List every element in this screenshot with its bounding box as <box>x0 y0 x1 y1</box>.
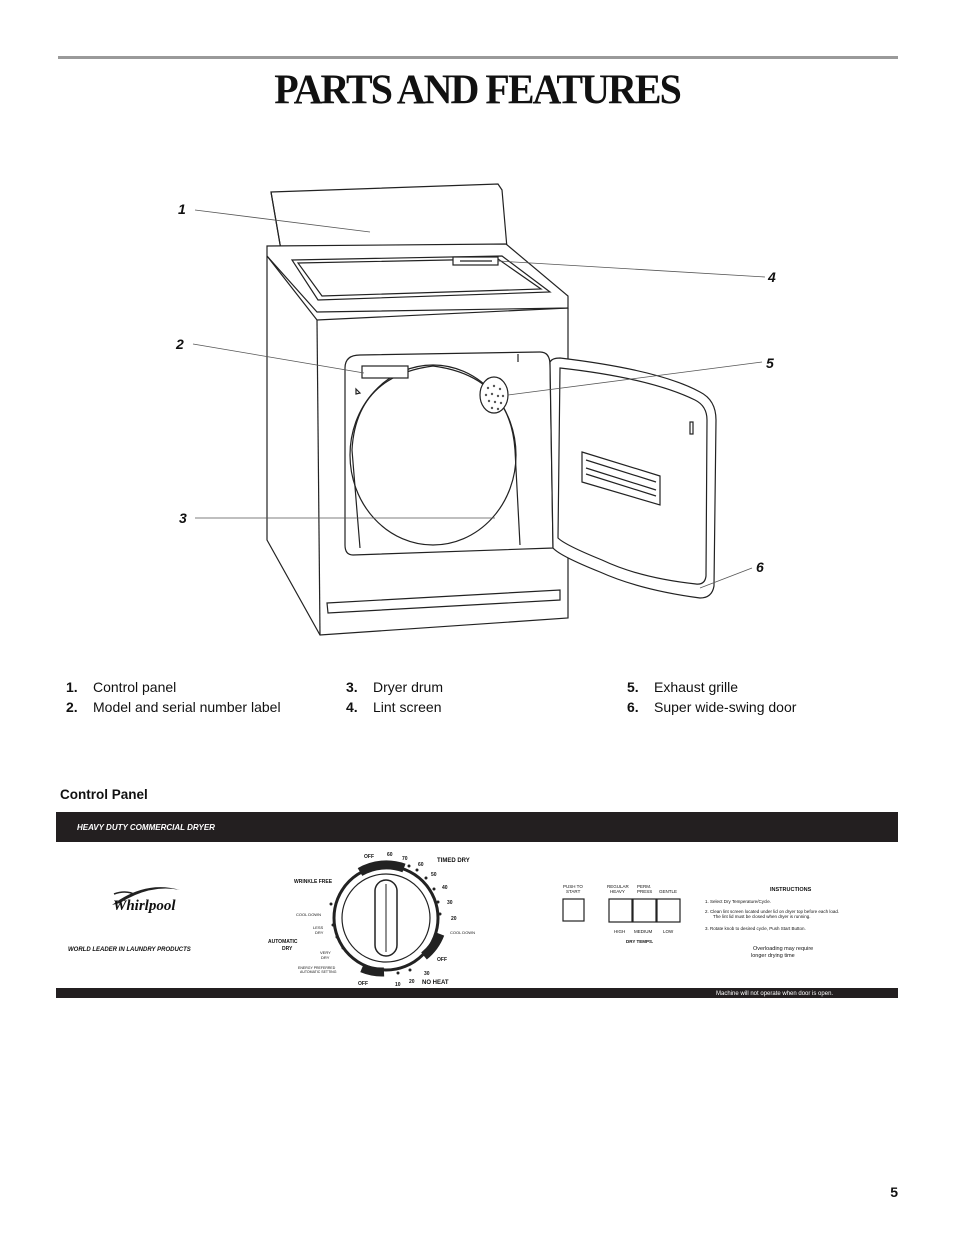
dial-less: LESS <box>313 925 324 930</box>
page-number: 5 <box>890 1184 898 1200</box>
legend-label: Dryer drum <box>373 679 444 695</box>
legend-item: 6. Super wide-swing door <box>627 697 796 717</box>
push-to-start-label-2: START <box>566 889 581 894</box>
dial-very: VERY <box>320 950 331 955</box>
control-panel-diagram: HEAVY DUTY COMMERCIAL DRYER Machine will… <box>56 812 898 998</box>
dial-energy-preferred: ENERGY PREFERRED <box>298 966 336 970</box>
dial-automatic: AUTOMATIC <box>268 939 298 945</box>
panel-header-text: HEAVY DUTY COMMERCIAL DRYER <box>77 823 215 832</box>
legend-label: Lint screen <box>373 699 442 715</box>
dial-70: 70 <box>402 856 408 862</box>
legend-item: 1. Control panel <box>66 677 281 697</box>
push-to-start-label: PUSH TO <box>563 884 583 889</box>
temp-label: LOW <box>663 929 674 934</box>
legend-num: 6. <box>627 699 639 715</box>
brand-name: Whirlpool <box>113 898 176 914</box>
dial-less-dry: DRY <box>315 930 324 935</box>
temp-label: HIGH <box>614 929 625 934</box>
control-panel-heading: Control Panel <box>60 787 148 802</box>
dryer-illustration: 1 2 3 4 5 6 <box>175 183 776 636</box>
legend-column-3: 5. Exhaust grille 6. Super wide-swing door <box>627 677 796 717</box>
regular-heavy-button[interactable] <box>608 898 633 923</box>
legend-column-2: 3. Dryer drum 4. Lint screen <box>346 677 443 717</box>
page-title: PARTS AND FEATURES <box>274 65 682 114</box>
callout-3: 3 <box>179 510 187 526</box>
cycle-label-top: PERM. <box>637 884 651 889</box>
cycle-label-top-2: PRESS <box>637 889 652 894</box>
callout-2: 2 <box>175 336 184 352</box>
dial-off-bottom: OFF <box>358 981 368 987</box>
dial-automatic-dry: DRY <box>282 946 293 952</box>
legend-label: Model and serial number label <box>93 699 281 715</box>
cycle-label-top-2: HEAVY <box>610 889 625 894</box>
legend-num: 5. <box>627 679 639 695</box>
legend-label: Control panel <box>93 679 177 695</box>
dial-20: 20 <box>451 916 457 922</box>
dial-energy-setting: AUTOMATIC SETTING <box>300 970 337 974</box>
cycle-label-top: GENTLE <box>659 889 677 894</box>
dial-no-heat: NO HEAT <box>422 980 449 986</box>
dry-temps-label: DRY TEMPS. <box>626 939 653 944</box>
gentle-button[interactable] <box>656 898 681 923</box>
cycle-label-top: REGULAR <box>607 884 630 889</box>
dial-40: 40 <box>442 885 448 891</box>
dial-10: 10 <box>395 982 401 988</box>
dial-timed-dry: TIMED DRY <box>437 858 470 864</box>
dial-30b: 30 <box>424 971 430 977</box>
dial-wrinkle-free: WRINKLE FREE <box>294 879 333 885</box>
instructions-title: INSTRUCTIONS <box>770 887 812 893</box>
push-to-start-button[interactable] <box>562 898 585 922</box>
instructions-step-1: 1. Select Dry Temperature/Cycle. <box>705 899 771 904</box>
callout-6: 6 <box>756 559 764 575</box>
instructions-step-2b: The lint lid must be closed when dryer i… <box>713 914 811 919</box>
dial-20b: 20 <box>409 979 415 985</box>
brand-tagline: WORLD LEADER IN LAUNDRY PRODUCTS <box>68 947 191 953</box>
legend-num: 1. <box>66 679 78 695</box>
callout-5: 5 <box>766 355 774 371</box>
perm-press-button[interactable] <box>632 898 657 923</box>
dial-60b: 60 <box>418 862 424 868</box>
legend-num: 3. <box>346 679 358 695</box>
legend-label: Super wide-swing door <box>654 699 797 715</box>
dial-50: 50 <box>431 872 437 878</box>
panel-footer-text: Machine will not operate when door is op… <box>716 991 833 997</box>
dial-off-top: OFF <box>364 854 374 860</box>
legend-num: 2. <box>66 699 78 715</box>
dial-cool-down-right: COOL DOWN <box>450 930 475 935</box>
cycle-dial[interactable] <box>329 860 445 977</box>
instructions-step-3: 3. Rotate knob to desired cycle, Push St… <box>705 926 806 931</box>
dial-very-dry: DRY <box>321 955 330 960</box>
legend-item: 2. Model and serial number label <box>66 697 281 717</box>
top-rule <box>58 56 898 59</box>
legend-item: 3. Dryer drum <box>346 677 443 697</box>
legend-column-1: 1. Control panel 2. Model and serial numbe… <box>66 677 281 717</box>
legend-num: 4. <box>346 699 358 715</box>
whirlpool-logo-icon: Whirlpool <box>112 887 180 914</box>
dial-30: 30 <box>447 900 453 906</box>
dial-60: 60 <box>387 852 393 858</box>
overload-note-2: longer drying time <box>751 953 795 959</box>
legend-item: 5. Exhaust grille <box>627 677 796 697</box>
callout-1: 1 <box>178 201 186 217</box>
dial-off-right: OFF <box>437 957 447 963</box>
overload-note: Overloading may require <box>753 946 813 952</box>
callout-4: 4 <box>767 269 776 285</box>
legend-item: 4. Lint screen <box>346 697 443 717</box>
legend-label: Exhaust grille <box>654 679 739 695</box>
temp-label: MEDIUM <box>634 929 652 934</box>
dial-cool-down-left: COOL DOWN <box>296 912 321 917</box>
instructions-step-2: 2. Clean lint screen located under lid o… <box>705 909 839 914</box>
